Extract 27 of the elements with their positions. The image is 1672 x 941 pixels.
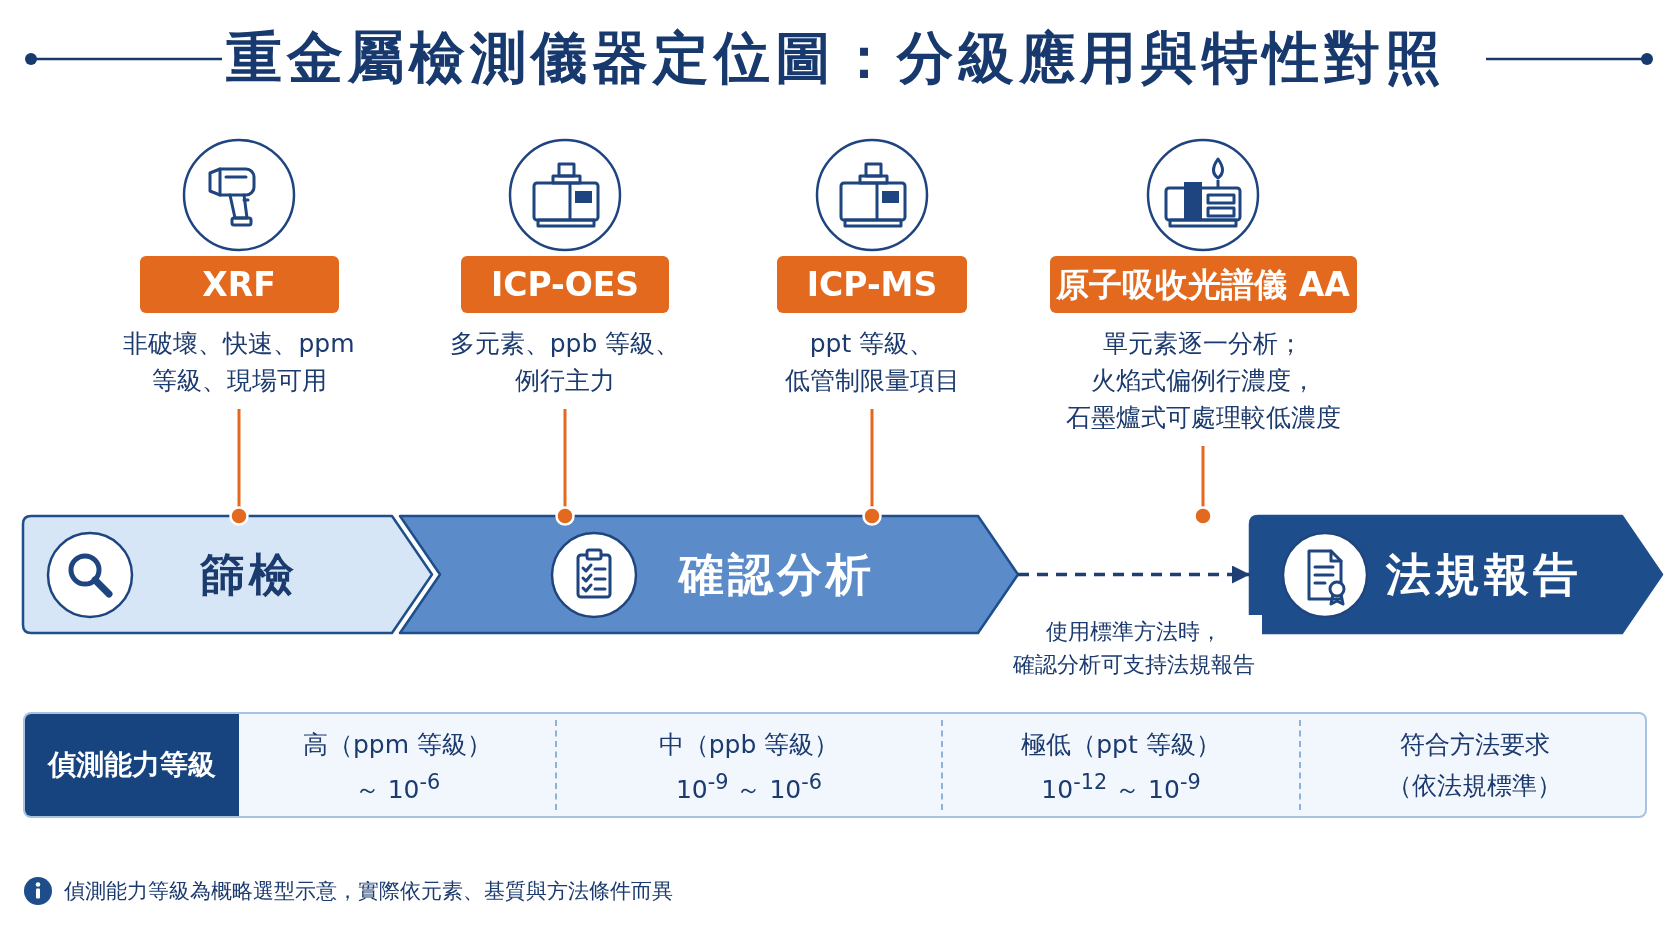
- leader-line: [862, 409, 882, 526]
- instrument-description: ppt 等級、低管制限量項目: [783, 328, 961, 397]
- leader-line: [229, 409, 249, 526]
- leader-line: [1193, 446, 1213, 526]
- table-text: 10$^{-12}$ ～ 10$^{-9}$: [1041, 768, 1201, 807]
- row-header: 偵測能力等級: [25, 714, 239, 816]
- instrument-description: 多元素、ppb 等級、例行主力: [448, 328, 682, 397]
- table-text: 中（ppb 等級）: [658, 729, 840, 761]
- stage-label: 確認分析: [677, 546, 875, 603]
- footnote: 偵測能力等級為概略選型示意，實際依元素、基質與方法條件而異: [64, 878, 673, 905]
- table-text: ～ 10$^{-6}$: [354, 768, 441, 807]
- table-text: （依法規標準）: [1387, 770, 1562, 802]
- instrument-description: 非破壞、快速、ppm 等級、現場可用: [122, 328, 356, 397]
- instrument-label: 原子吸收光譜儀 AA: [1049, 256, 1357, 313]
- instrument-label: ICP-MS: [777, 256, 967, 313]
- stage-label: 篩檢: [199, 546, 298, 603]
- instrument-label: XRF: [139, 256, 339, 313]
- table-text: 高（ppm 等級）: [303, 729, 492, 761]
- instrument-label: ICP-OES: [461, 256, 669, 313]
- dashed-arrow: [1018, 565, 1250, 584]
- table-text: 10$^{-9}$ ～ 10$^{-6}$: [675, 768, 823, 807]
- leader-line: [555, 409, 575, 526]
- table-text: 符合方法要求: [1399, 729, 1550, 761]
- table-text: 極低（ppt 等級）: [1021, 729, 1221, 761]
- instrument-description: 單元素逐一分析；火焰式偏例行濃度，石墨爐式可處理較低濃度: [1064, 328, 1342, 434]
- stage-label: 法規報告: [1385, 546, 1582, 603]
- title: 重金屬檢測儀器定位圖：分級應用與特性對照: [226, 24, 1446, 92]
